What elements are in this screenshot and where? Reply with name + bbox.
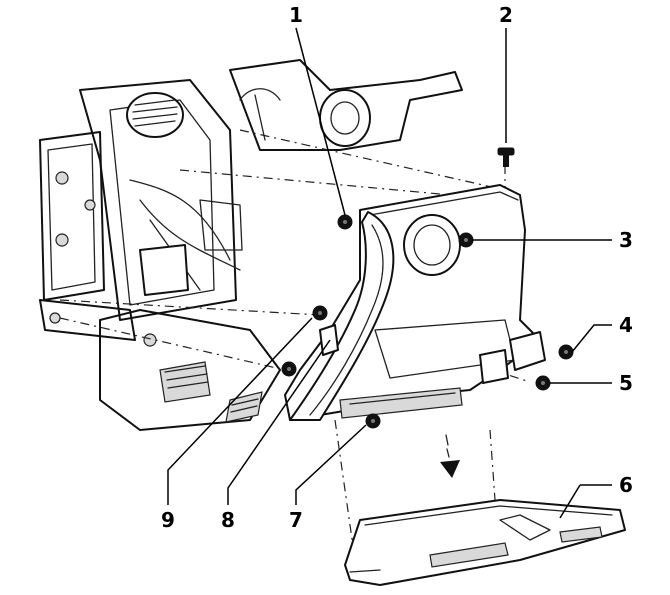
- screw-1: [337, 214, 353, 230]
- screw-7: [365, 413, 381, 429]
- removal-arrow-icon: [440, 434, 460, 478]
- leader-lines: [167, 27, 612, 519]
- callout-6: 6: [619, 473, 633, 497]
- callout-9: 9: [161, 508, 175, 532]
- alignment-lines: [59, 129, 541, 561]
- screws: [281, 147, 574, 429]
- screw-9: [312, 305, 328, 321]
- callout-8: 8: [221, 508, 235, 532]
- callout-labels: 1 2 3 4 5 6 7 8 9: [161, 3, 633, 532]
- dashboard-frame: [39, 59, 463, 431]
- screw-4: [558, 344, 574, 360]
- screw-2: [497, 147, 515, 167]
- callout-5: 5: [619, 371, 633, 395]
- callout-3: 3: [619, 228, 633, 252]
- screw-8: [281, 361, 297, 377]
- callout-2: 2: [499, 3, 513, 27]
- callout-7: 7: [289, 508, 303, 532]
- callout-1: 1: [289, 3, 303, 27]
- side-trim-strip: [289, 211, 395, 421]
- callout-4: 4: [619, 313, 633, 337]
- screw-5: [535, 375, 551, 391]
- glovebox-cover: [344, 499, 626, 586]
- screw-3: [458, 232, 474, 248]
